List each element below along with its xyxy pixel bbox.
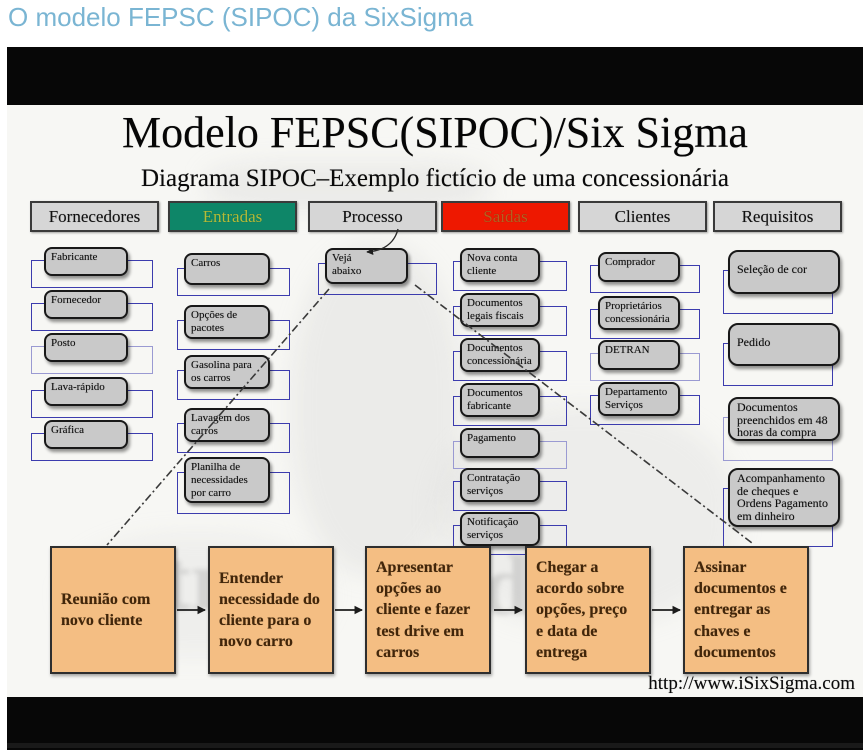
page-title: O modelo FEPSC (SIPOC) da SixSigma xyxy=(8,2,474,32)
item-box-fornecedores-3: Lava-rápido xyxy=(44,377,128,406)
item-box-requisitos-3: Acompanhamento de cheques e Ordens Pagam… xyxy=(728,468,840,527)
process-step-5: Assinar documentos e entregar as chaves … xyxy=(683,546,809,674)
process-step-3: Apresentar opções ao cliente e fazer tes… xyxy=(365,546,491,674)
item-box-clientes-2: DETRAN xyxy=(598,340,680,370)
source-url: http://www.iSixSigma.com xyxy=(648,673,855,694)
item-box-clientes-1: Proprietários concessionária xyxy=(598,296,680,330)
item-box-saidas-2: Documentos concessionária xyxy=(460,338,540,372)
item-box-clientes-3: Departamento Serviços xyxy=(598,382,680,416)
item-box-fornecedores-2: Posto xyxy=(44,333,128,362)
column-header-clientes: Clientes xyxy=(578,201,707,232)
slide-title: Modelo FEPSC(SIPOC)/Six Sigma xyxy=(122,108,748,157)
process-step-4: Chegar a acordo sobre opções, preço e da… xyxy=(525,546,651,674)
item-box-saidas-0: Nova conta cliente xyxy=(460,248,540,282)
item-box-saidas-3: Documentos fabricante xyxy=(460,383,540,417)
video-player[interactable]: tr de Modelo FEPSC(SIPOC)/Six Sigma Diag… xyxy=(7,47,863,750)
item-box-entradas-3: Lavagem dos carros xyxy=(184,408,270,442)
column-header-fornecedores: Fornecedores xyxy=(30,201,159,232)
item-box-saidas-6: Notificação serviços xyxy=(460,512,540,546)
item-box-fornecedores-0: Fabricante xyxy=(44,247,128,276)
item-box-entradas-2: Gasolina para os carros xyxy=(184,355,270,389)
item-box-entradas-1: Opções de pacotes xyxy=(184,305,270,339)
column-header-entradas: Entradas xyxy=(168,201,297,232)
process-step-1: Reunião com novo cliente xyxy=(50,546,176,674)
column-header-saidas: Saídas xyxy=(441,201,570,232)
slide-subtitle: Diagrama SIPOC–Exemplo fictício de uma c… xyxy=(140,165,730,192)
item-box-processo-0: Vejá abaixo xyxy=(325,248,408,284)
item-box-fornecedores-1: Fornecedor xyxy=(44,290,128,319)
item-box-requisitos-1: Pedido xyxy=(728,323,840,366)
process-step-2: Entender necessidade do cliente para o n… xyxy=(208,546,334,674)
item-box-entradas-4: Planilha de necessidades por carro xyxy=(184,457,270,503)
item-box-saidas-4: Pagamento xyxy=(460,428,540,458)
sipoc-slide: tr de Modelo FEPSC(SIPOC)/Six Sigma Diag… xyxy=(7,105,863,697)
item-box-saidas-5: Contratação serviços xyxy=(460,468,540,502)
column-header-requisitos: Requisitos xyxy=(713,201,842,232)
item-box-clientes-0: Comprador xyxy=(598,252,680,282)
video-progress-bar[interactable] xyxy=(7,743,863,748)
item-box-saidas-1: Documentos legais fiscais xyxy=(460,293,540,327)
item-box-fornecedores-4: Gráfica xyxy=(44,420,128,449)
item-box-requisitos-2: Documentos preenchidos em 48 horas da co… xyxy=(728,397,840,441)
item-box-requisitos-0: Seleção de cor xyxy=(728,250,840,294)
item-box-entradas-0: Carros xyxy=(184,253,270,285)
column-header-processo: Processo xyxy=(308,201,437,232)
